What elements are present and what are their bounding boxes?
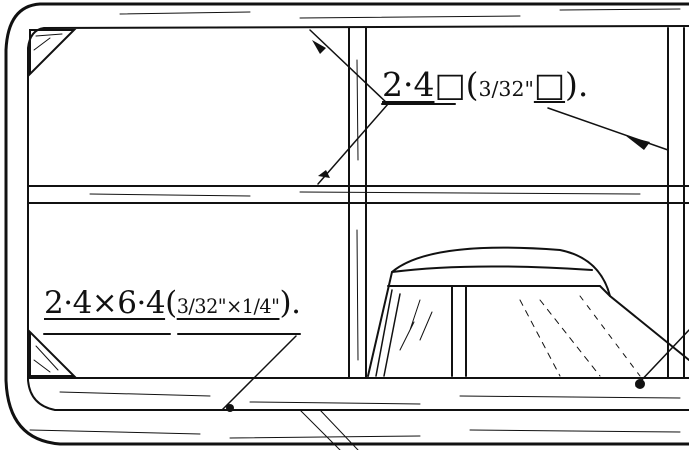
windscreen-outline [367, 246, 689, 377]
gusset-bottom-left [29, 329, 77, 377]
square-section-icon-imperial: □ [533, 65, 566, 104]
gusset-top-left [29, 29, 77, 77]
top-longeron [4, 2, 689, 446]
inch-mark: " [524, 77, 534, 101]
paren-open: ( [165, 285, 177, 321]
paren-open: ( [465, 65, 479, 104]
label-bottom-left: 2·4×6·4(3/32"×1/4"). [44, 285, 301, 321]
leader-top-c [547, 107, 669, 151]
imperial-dimension: 3/32 [478, 77, 525, 101]
imperial-dimension: 3/32"×1/4" [176, 295, 280, 318]
metric-dimension: 2·4 [382, 65, 435, 104]
windscreen-strut [451, 285, 467, 377]
label-top-right: 2·4□(3/32"□). [382, 68, 588, 101]
leader-bottom [221, 335, 297, 411]
leader-top-b [317, 103, 389, 185]
metric-dimension: 2·4×6·4 [44, 285, 166, 321]
leader-right [635, 329, 689, 387]
leader-dot [312, 40, 326, 54]
leader-top-a [309, 29, 389, 105]
top-longeron-inner [27, 25, 689, 411]
paren-close: ). [565, 65, 589, 104]
paren-close: ). [279, 285, 301, 321]
square-section-icon: □ [434, 65, 466, 104]
